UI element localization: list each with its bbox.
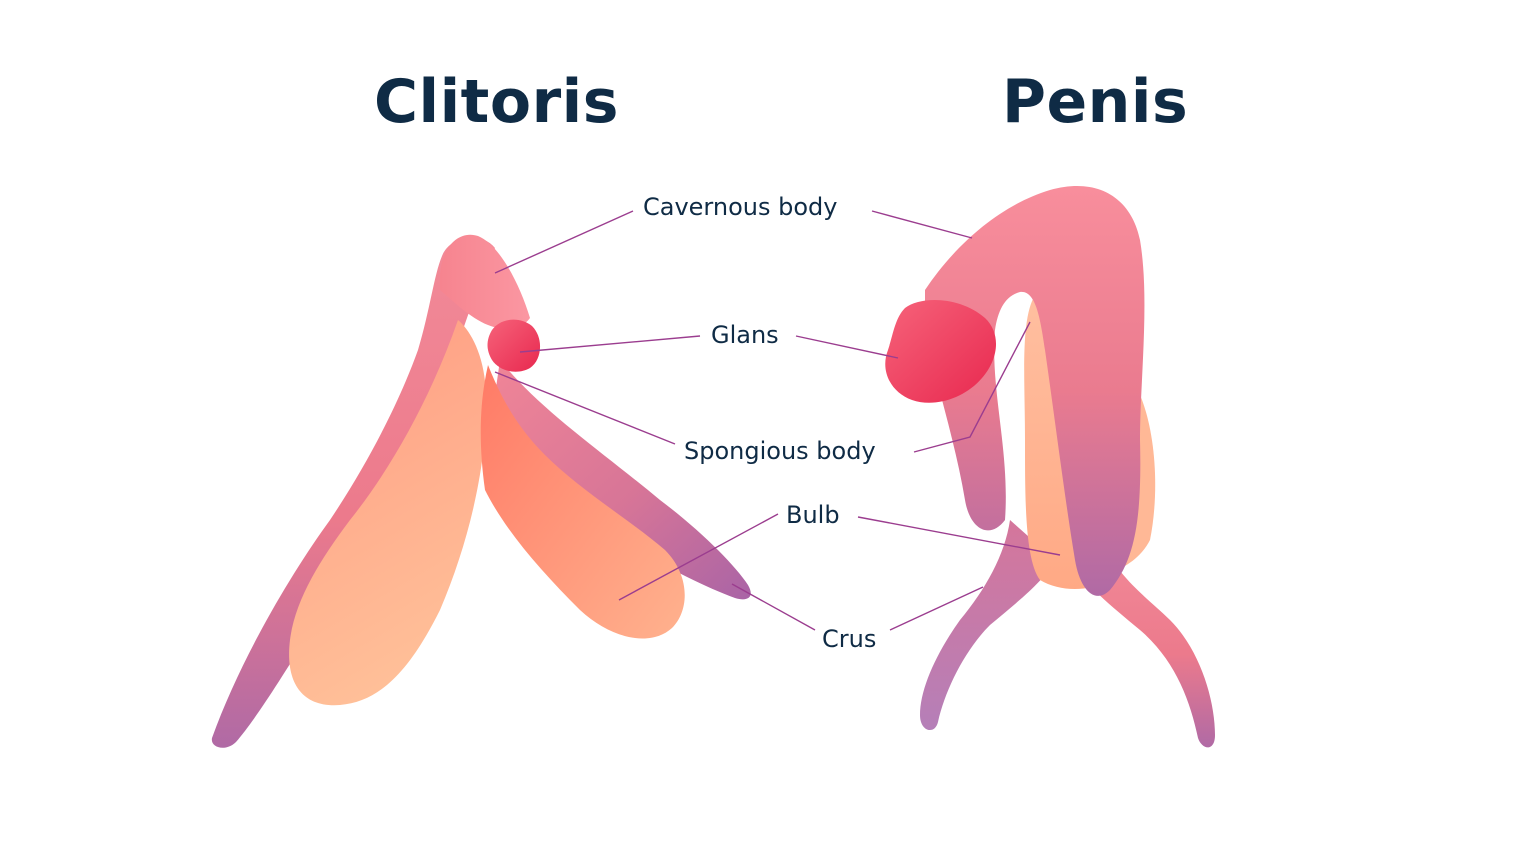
leader-crus-clitoris	[731, 583, 816, 631]
leader-bulb-penis	[857, 516, 1061, 556]
leader-glans-clitoris	[519, 335, 701, 353]
clitoris-illustration	[211, 234, 751, 748]
leader-cavernous-clitoris	[494, 210, 634, 274]
leader-glans-penis	[795, 335, 899, 359]
clitoris-right-crus	[495, 360, 751, 600]
label-crus: Crus	[822, 625, 877, 653]
clitoris-left-bulb	[289, 320, 487, 706]
leader-lines	[494, 210, 1061, 631]
clitoris-cavernous-body	[440, 234, 530, 329]
label-bulb: Bulb	[786, 501, 840, 529]
label-cavernous-body: Cavernous body	[643, 193, 838, 221]
penis-cavernous-body	[925, 185, 1145, 596]
leader-spongious-penis	[913, 321, 1031, 453]
clitoris-left-crus	[211, 237, 495, 748]
penis-illustration	[885, 185, 1215, 748]
leader-cavernous-penis	[871, 210, 973, 239]
leader-bulb-clitoris	[618, 513, 779, 601]
label-spongious-body: Spongious body	[684, 437, 876, 465]
penis-title: Penis	[1002, 67, 1189, 137]
leader-crus-penis	[889, 586, 984, 631]
leader-spongious-clitoris	[494, 371, 676, 445]
clitoris-glans	[487, 319, 541, 372]
label-glans: Glans	[711, 321, 779, 349]
penis-left-crus	[920, 520, 1055, 731]
clitoris-title: Clitoris	[374, 67, 619, 137]
clitoris-right-bulb	[480, 365, 685, 639]
penis-glans	[885, 299, 997, 403]
